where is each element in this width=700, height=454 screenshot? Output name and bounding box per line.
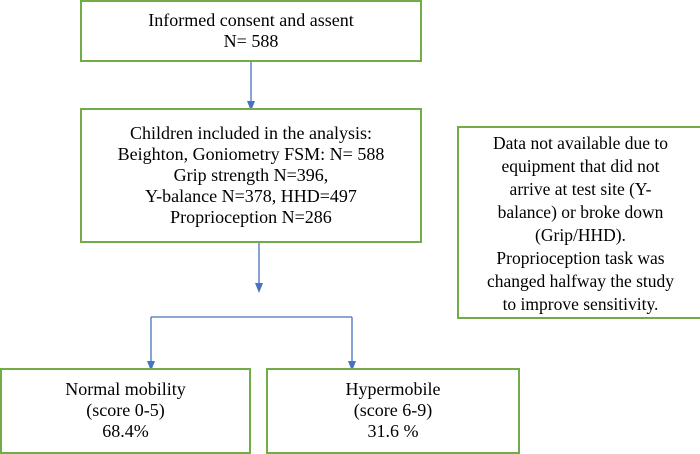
note-line: Proprioception task was bbox=[496, 248, 665, 268]
hyper-percent: 31.6 % bbox=[367, 421, 419, 441]
normal-mobility-box: Normal mobility (score 0-5) 68.4% bbox=[0, 368, 251, 454]
note-line: balance) or broke down bbox=[497, 202, 664, 222]
analysis-box: Children included in the analysis: Beigh… bbox=[80, 108, 422, 243]
analysis-line: Children included in the analysis: bbox=[130, 123, 372, 143]
note-line: to improve sensitivity. bbox=[502, 294, 659, 314]
analysis-line: Y-balance N=378, HHD=497 bbox=[145, 186, 357, 206]
note-line: Data not available due to bbox=[493, 133, 668, 153]
note-line: changed halfway the study bbox=[486, 271, 675, 291]
hyper-title: Hypermobile bbox=[345, 379, 441, 399]
analysis-line: Beighton, Goniometry FSM: N= 588 bbox=[117, 144, 385, 164]
hyper-score: (score 6-9) bbox=[353, 400, 433, 420]
consent-count: N= 588 bbox=[223, 31, 279, 51]
note-line: (Grip/HHD). bbox=[535, 225, 626, 245]
consent-line: Informed consent and assent bbox=[148, 10, 354, 30]
normal-score: (score 0-5) bbox=[86, 400, 165, 420]
note-line: arrive at test site (Y- bbox=[509, 179, 652, 199]
note-line: equipment that did not bbox=[501, 156, 660, 176]
normal-percent: 68.4% bbox=[102, 421, 149, 441]
analysis-line: Proprioception N=286 bbox=[170, 207, 332, 227]
hypermobile-box: Hypermobile (score 6-9) 31.6 % bbox=[266, 368, 520, 454]
consent-box: Informed consent and assent N= 588 bbox=[80, 0, 422, 62]
missing-data-note-box: Data not available due to equipment that… bbox=[457, 126, 700, 319]
analysis-line: Grip strength N=396, bbox=[173, 165, 329, 185]
normal-title: Normal mobility bbox=[65, 379, 186, 399]
